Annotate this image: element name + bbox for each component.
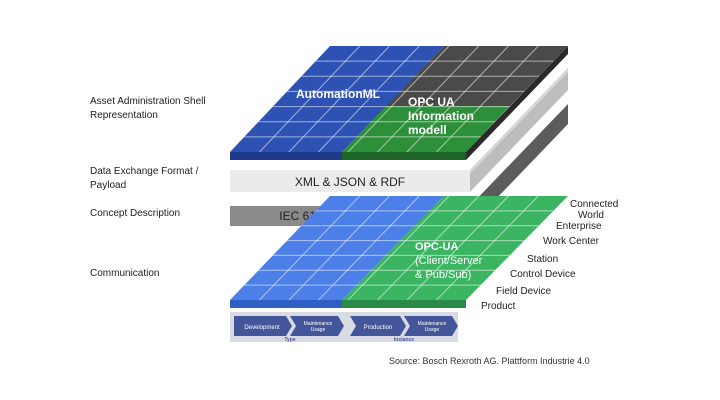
hierarchy-level-label: Connected (570, 199, 618, 210)
lifecycle-step-maintenance-type (290, 316, 344, 336)
top-layer-side (466, 46, 568, 160)
bottom-layer-front-blue (230, 300, 342, 308)
grid-line (259, 195, 361, 301)
opcua-comm-sub1: (Client/Server (415, 255, 483, 267)
label-concept: Concept Description (90, 208, 180, 219)
grid-line (288, 195, 390, 301)
hierarchy-level-label: Work Center (543, 236, 600, 247)
white-slab-side (470, 68, 568, 192)
lifecycle-production-label: Production (364, 325, 393, 331)
hierarchy-level-label: World (578, 210, 604, 221)
lifecycle-bar: Development Maintenance Usage Production… (230, 312, 458, 343)
white-slab-label: XML & JSON & RDF (295, 175, 405, 189)
lifecycle-group-instance: Instance (394, 337, 415, 343)
grid-line (318, 45, 420, 153)
source-caption: Source: Bosch Rexroth AG. Plattform Indu… (389, 356, 590, 366)
bottom-layer-blue-face (230, 196, 444, 300)
label-aas-line2: Representation (90, 110, 158, 121)
grid-line (436, 45, 539, 153)
hierarchy-level-label: Control Device (510, 269, 576, 280)
lifecycle-step-maintenance-instance (404, 316, 458, 336)
top-layer-blue-face (230, 46, 444, 152)
lifecycle-step-production (350, 316, 406, 336)
lifecycle-maint1-line2: Usage (311, 327, 326, 333)
bottom-layer-grid (244, 195, 554, 301)
hierarchy-level-label: Enterprise (556, 221, 602, 232)
bottom-layer: OPC-UA (Client/Server & Pub/Sub) (230, 195, 568, 308)
lifecycle-development-label: Development (244, 325, 280, 331)
opcua-comm-sub2: & Pub/Sub) (415, 269, 471, 281)
bottom-layer-front-green (342, 300, 466, 308)
top-layer-front-blue (230, 152, 342, 160)
lifecycle-maint2-line2: Usage (425, 327, 440, 333)
grid-line (377, 45, 480, 153)
hierarchy-level-label: Field Device (496, 286, 551, 297)
opcua-info-line1: OPC UA (408, 95, 455, 109)
label-data-exchange-line1: Data Exchange Format / (90, 166, 199, 177)
label-data-exchange-line2: Payload (90, 180, 126, 191)
label-communication: Communication (90, 268, 159, 279)
data-exchange-slab: XML & JSON & RDF (230, 68, 568, 192)
grid-line (406, 195, 509, 301)
lifecycle-step-development (234, 316, 292, 336)
top-layer: AutomationML OPC UA Information modell (230, 45, 568, 160)
grid-line (406, 45, 509, 153)
label-aas-line1: Asset Administration Shell (90, 96, 206, 107)
lifecycle-group-type: Type (284, 337, 296, 343)
opcua-comm-title: OPC-UA (415, 241, 458, 253)
grid-line (347, 45, 450, 153)
opcua-info-line2: Information (408, 109, 474, 123)
automationml-label: AutomationML (296, 87, 380, 101)
top-layer-front-green (342, 152, 466, 160)
hierarchy-level-label: Station (527, 254, 558, 265)
gray-slab-side (470, 104, 568, 226)
opcua-info-line3: modell (408, 123, 447, 137)
white-slab-top (470, 68, 568, 174)
grid-line (318, 195, 420, 301)
lifecycle-maint2-line1: Maintenance (418, 321, 447, 327)
bottom-layer-green-face (342, 196, 568, 300)
lifecycle-maint1-line1: Maintenance (304, 321, 333, 327)
white-slab-front (230, 170, 470, 192)
grid-line (347, 195, 450, 301)
top-layer-grid (244, 45, 554, 153)
top-layer-green-face (342, 106, 510, 152)
grid-line (259, 45, 361, 153)
grid-line (377, 195, 480, 301)
grid-line (436, 195, 539, 301)
grid-line (288, 45, 390, 153)
hierarchy-level-label: Product (481, 301, 516, 312)
